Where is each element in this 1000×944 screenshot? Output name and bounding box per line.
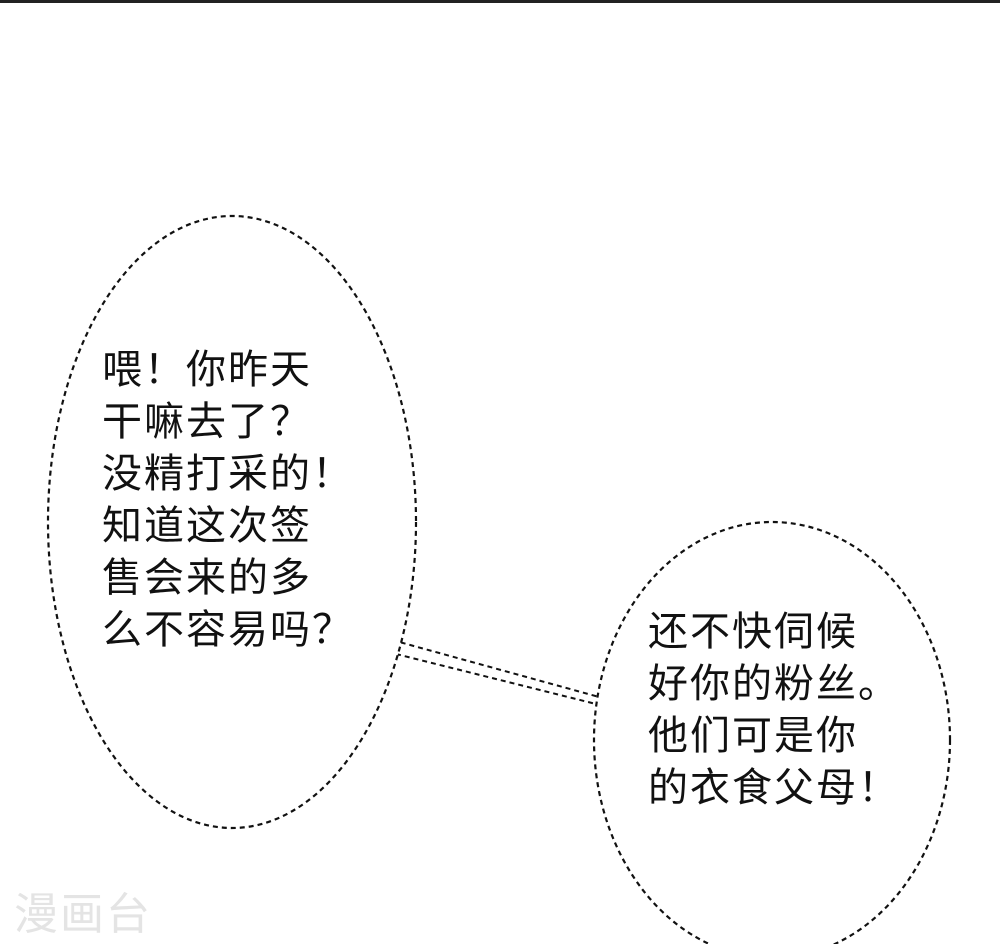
- right-bubble-line: 他们可是你: [648, 713, 858, 759]
- left-bubble-line: 售会来的多: [102, 555, 312, 601]
- right-bubble-line: 还不快伺候: [648, 609, 858, 655]
- left-bubble-line: 没精打采的！: [102, 451, 354, 497]
- left-bubble-line: 么不容易吗？: [102, 607, 354, 653]
- panel-top-border: [0, 0, 1000, 3]
- left-bubble-line: 喂！你昨天: [102, 347, 312, 393]
- right-bubble-line: 的衣食父母！: [648, 765, 900, 811]
- left-speech-bubble: [46, 214, 418, 830]
- right-bubble-line: 好你的粉丝。: [648, 661, 900, 707]
- bubble-connector-upper: [391, 639, 611, 701]
- left-bubble-line: 干嘛去了？: [102, 399, 312, 445]
- left-bubble-line: 知道这次签: [102, 503, 312, 549]
- right-bubble-text: 还不快伺候 好你的粉丝。 他们可是你 的衣食父母！: [648, 606, 900, 814]
- bubble-connector-lower: [395, 653, 613, 709]
- watermark-logo: 漫画台: [14, 889, 152, 940]
- left-bubble-text: 喂！你昨天 干嘛去了？ 没精打采的！ 知道这次签 售会来的多 么不容易吗？: [102, 344, 354, 656]
- right-speech-bubble: [592, 520, 952, 944]
